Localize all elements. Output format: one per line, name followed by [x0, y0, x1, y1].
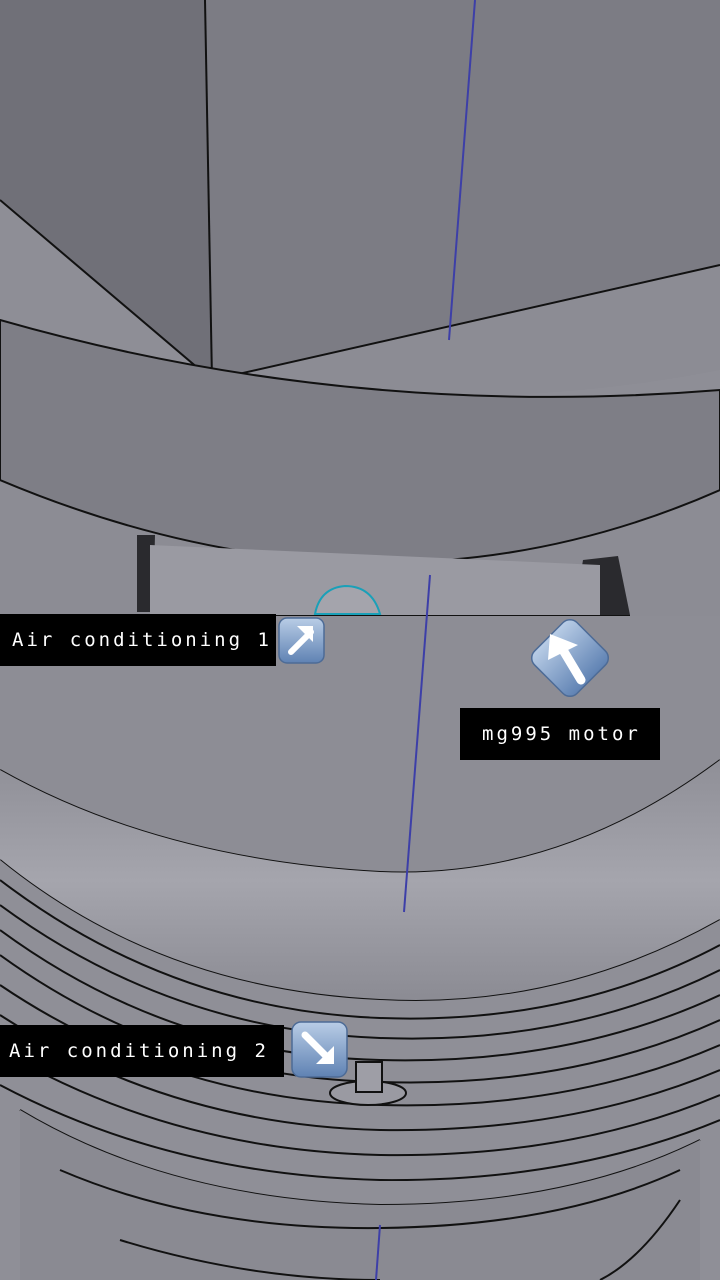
motor-shaft-hole[interactable] — [313, 584, 382, 615]
arrow-down-right-icon — [301, 1031, 334, 1064]
edge-line — [119, 1239, 381, 1280]
air-conditioning-1-label[interactable]: Air conditioning 1 — [0, 614, 276, 666]
thread-line — [0, 879, 720, 1020]
thread-line — [0, 1049, 720, 1157]
edge-line — [0, 859, 720, 1002]
axis-line — [448, 0, 476, 341]
air-conditioning-1-arrow-button[interactable] — [278, 617, 325, 664]
main-body-surface — [0, 616, 720, 873]
lower-cylinder — [20, 1110, 700, 1280]
thread-line — [0, 929, 720, 1062]
air-conditioning-2-label[interactable]: Air conditioning 2 — [0, 1025, 284, 1077]
mg995-motor-label[interactable]: mg995 motor — [460, 708, 660, 760]
edge-line — [204, 0, 213, 381]
axis-line — [375, 1224, 381, 1280]
box-left-face — [0, 0, 212, 380]
arrow-up-right-icon — [288, 626, 314, 655]
upper-disk-rim — [0, 318, 720, 564]
thread-line — [0, 1084, 720, 1182]
air-conditioning-2-arrow-button[interactable] — [291, 1021, 348, 1078]
box-right-face — [205, 0, 720, 380]
platform-inner — [150, 545, 600, 616]
mg995-motor-arrow-button[interactable] — [528, 616, 613, 701]
edge-line — [599, 1199, 681, 1280]
bottom-connector-stem — [355, 1061, 383, 1093]
thread-line — [0, 904, 720, 1040]
arrow-up-left-icon — [548, 634, 586, 685]
axis-line — [403, 574, 431, 913]
torus-ring — [0, 760, 720, 1001]
